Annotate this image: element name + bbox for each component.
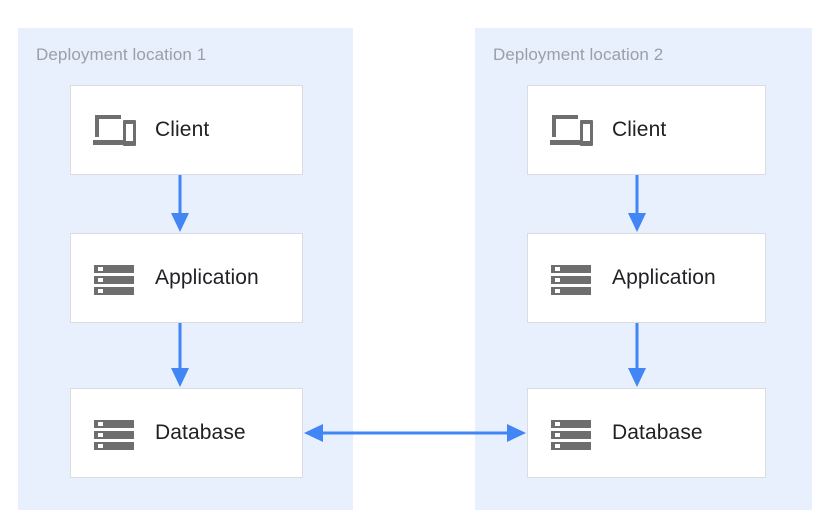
connector-app-1-to-database-1: [171, 323, 189, 387]
node-database-2-label: Database: [612, 421, 703, 444]
node-database-1[interactable]: Database: [70, 388, 303, 478]
node-application-2-label: Application: [612, 266, 716, 289]
deployment-zone-1-label: Deployment location 1: [36, 45, 207, 64]
node-database-2[interactable]: Database: [527, 388, 766, 478]
server-icon: [94, 265, 134, 295]
node-application-1-label: Application: [155, 266, 259, 289]
node-application-2[interactable]: Application: [527, 233, 766, 323]
server-icon: [94, 420, 134, 450]
connector-client-2-to-app-2: [628, 175, 646, 232]
connector-app-2-to-database-2: [628, 323, 646, 387]
connector-database-1-to-database-2: [304, 424, 526, 442]
node-client-1[interactable]: Client: [70, 85, 303, 175]
server-icon: [551, 420, 591, 450]
client-devices-icon: [550, 115, 593, 146]
node-database-1-label: Database: [155, 421, 246, 444]
node-client-2-label: Client: [612, 118, 667, 141]
deployment-zone-2-label: Deployment location 2: [493, 45, 664, 64]
client-devices-icon: [93, 115, 136, 146]
node-client-1-label: Client: [155, 118, 210, 141]
node-application-1[interactable]: Application: [70, 233, 303, 323]
connector-client-1-to-app-1: [171, 175, 189, 232]
node-client-2[interactable]: Client: [527, 85, 766, 175]
server-icon: [551, 265, 591, 295]
